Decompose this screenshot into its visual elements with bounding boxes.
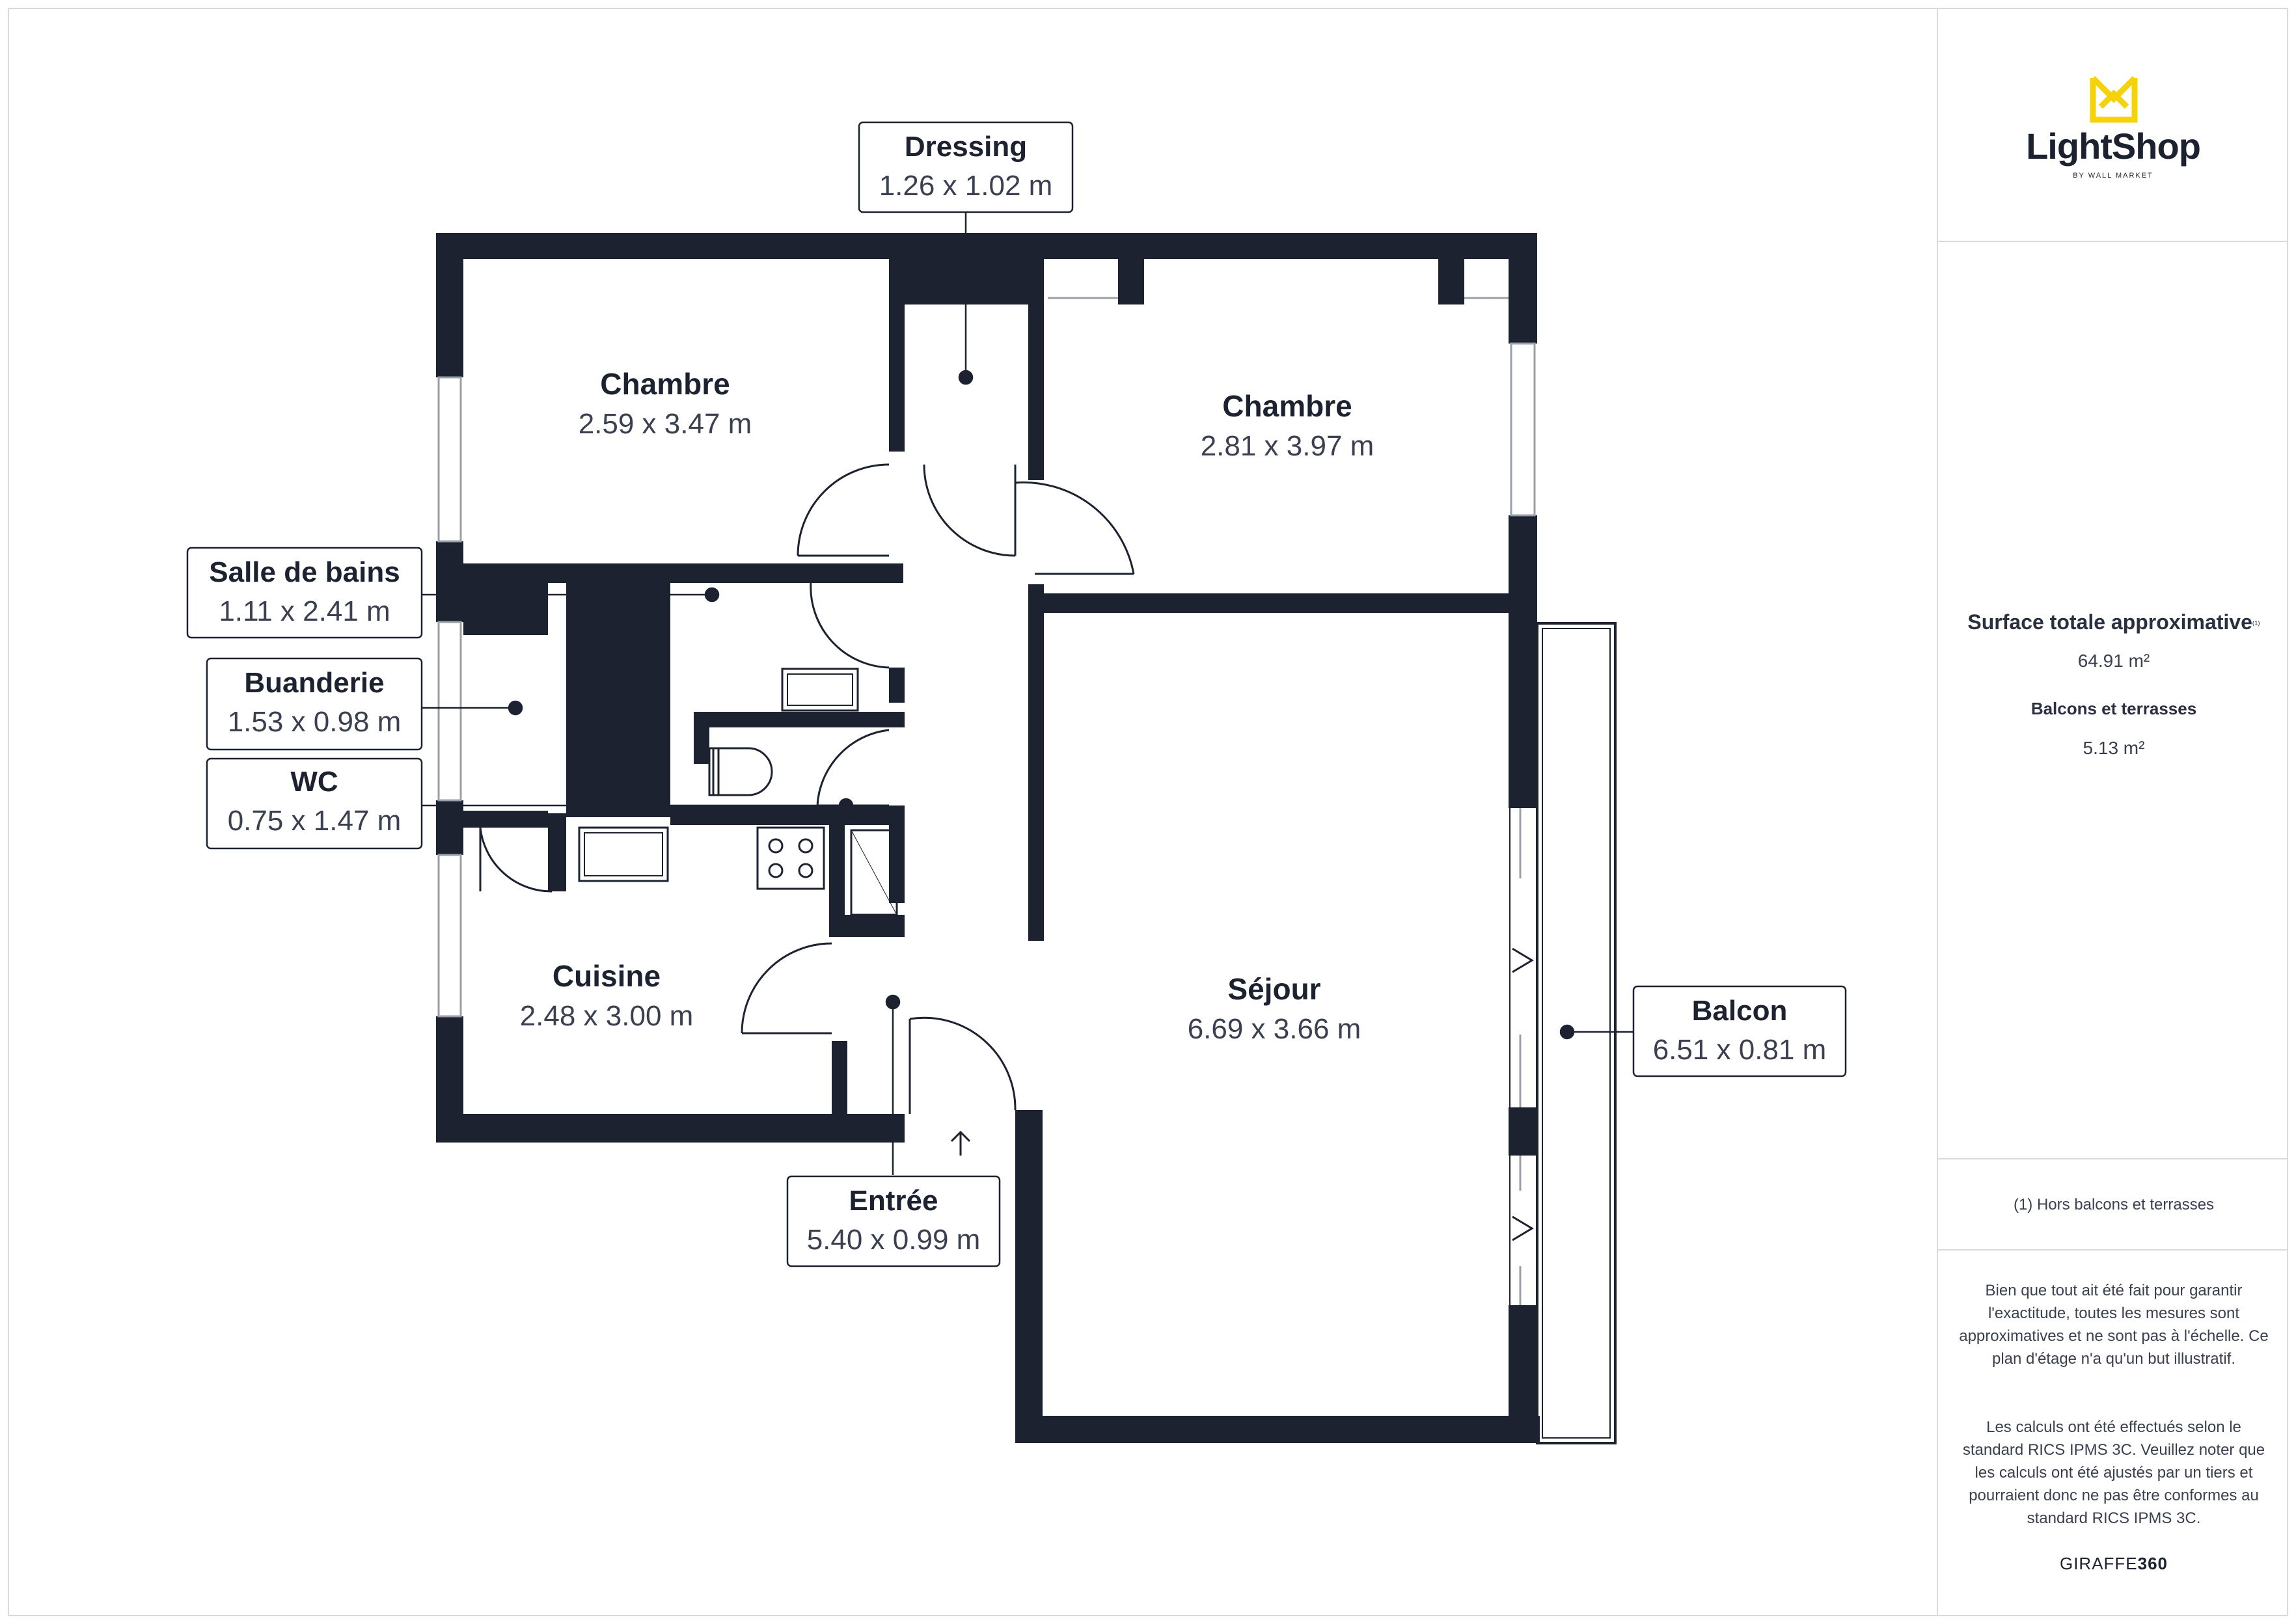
sejour-dims: 6.69 x 3.66 m [1188, 1013, 1361, 1045]
lightshop-crown-logo-icon [2090, 75, 2138, 123]
floor-plan: Dressing 1.26 x 1.02 m Chambre 2.59 x 3.… [186, 121, 1847, 1444]
leader-lines [422, 212, 1633, 1175]
wc-dims: 0.75 x 1.47 m [228, 805, 402, 837]
sink [781, 668, 859, 712]
chambre2-name: Chambre [1222, 389, 1352, 423]
fixtures [578, 583, 898, 916]
sejour-name: Séjour [1227, 972, 1320, 1006]
giraffe360-credit: GIRAFFE360 [1958, 1554, 2270, 1574]
buanderie-name: Buanderie [244, 667, 384, 699]
footnote-section: (1) Hors balcons et terrasses [1938, 1159, 2288, 1251]
entree-name: Entrée [849, 1185, 938, 1217]
footnote-text: (1) Hors balcons et terrasses [2013, 1196, 2215, 1213]
balcony-outline [1509, 622, 1617, 1444]
disclaimer-p2: Les calculs ont été effectués selon le s… [1962, 1418, 2265, 1527]
balcon-dims: 6.51 x 0.81 m [1653, 1034, 1827, 1066]
logo-section: LightShop BY WALL MARKET [1938, 8, 2288, 242]
kitchen-sink [578, 826, 669, 882]
chambre2-dims: 2.81 x 3.97 m [1201, 430, 1374, 462]
door-swings [479, 463, 1534, 1241]
label-boxes [186, 121, 1847, 1267]
balcon-name: Balcon [1692, 995, 1788, 1027]
chambre1-dims: 2.59 x 3.47 m [579, 408, 752, 440]
disclaimer-section: Bien que tout ait été fait pour garantir… [1938, 1251, 2288, 1615]
brand-name: LightShop [2026, 126, 2201, 167]
balcony-label: Balcons et terrasses [2030, 699, 2197, 718]
dressing-name: Dressing [905, 131, 1027, 163]
total-surface-value: 64.91 m² [2077, 651, 2150, 671]
disclaimer-p1: Bien que tout ait été fait pour garantir… [1959, 1282, 2269, 1368]
credit-suffix: 360 [2137, 1554, 2168, 1573]
windows [437, 297, 1536, 1305]
total-footnote-ref: (1) [2252, 619, 2260, 627]
toilet [712, 747, 773, 796]
walls [436, 233, 1540, 1443]
credit-prefix: GIRAFFE [2059, 1554, 2138, 1573]
sdb-dims: 1.11 x 2.41 m [219, 595, 390, 627]
chambre1-name: Chambre [600, 367, 730, 401]
fridge-counter [850, 829, 898, 916]
cuisine-dims: 2.48 x 3.00 m [520, 1000, 694, 1032]
page-frame [8, 8, 2288, 1616]
sdb-name: Salle de bains [209, 556, 400, 588]
buanderie-dims: 1.53 x 0.98 m [228, 706, 402, 738]
room-labels: Dressing 1.26 x 1.02 m Chambre 2.59 x 3.… [209, 131, 1826, 1256]
total-surface-label: Surface totale approximative [1967, 610, 2252, 634]
summary-section: Surface totale approximative(1) 64.91 m²… [1938, 242, 2288, 1159]
cooktop [756, 826, 825, 890]
wc-name: WC [290, 766, 338, 798]
entree-dims: 5.40 x 0.99 m [807, 1224, 981, 1256]
dressing-dims: 1.26 x 1.02 m [879, 170, 1053, 202]
balcony-value: 5.13 m² [2083, 738, 2145, 758]
cuisine-name: Cuisine [553, 959, 661, 993]
brand-tagline: BY WALL MARKET [2073, 172, 2153, 180]
sidebar: LightShop BY WALL MARKET Surface totale … [1937, 8, 2288, 1616]
bathtub [584, 583, 664, 725]
